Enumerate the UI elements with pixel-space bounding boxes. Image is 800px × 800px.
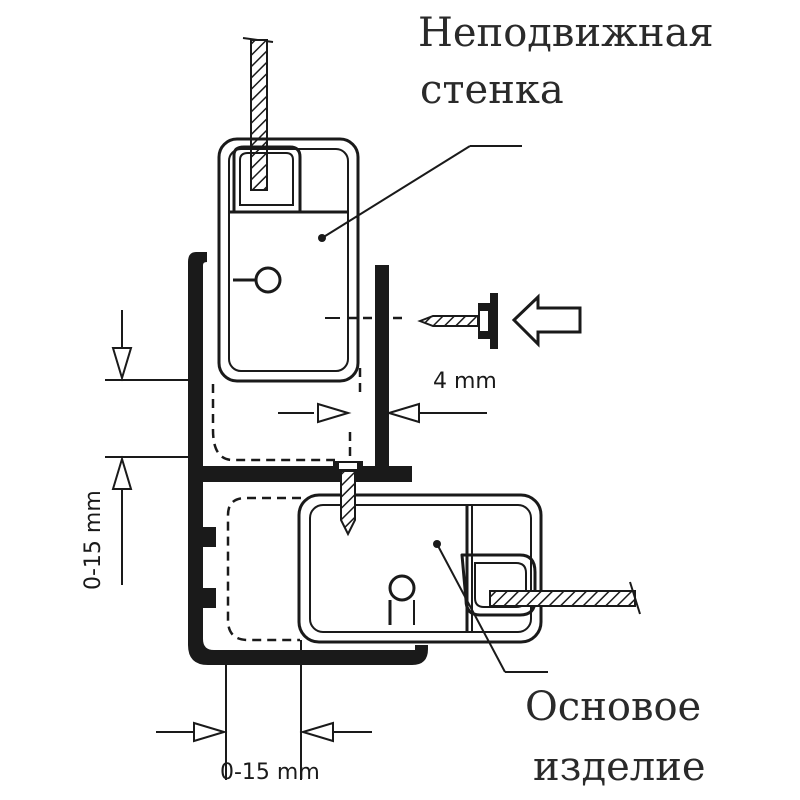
dimension-label-vertical: 0-15 mm [81, 490, 106, 590]
leader-fixed-wall [321, 145, 471, 239]
insertion-arrow [511, 293, 582, 348]
leader-base-product [436, 543, 506, 673]
base-profile-inner [309, 504, 532, 633]
fixed-profile-outer [217, 137, 360, 383]
fixed-wall-profile [217, 37, 360, 383]
bracket-tooth-1 [203, 527, 216, 547]
dimension-label-horizontal: 0-15 mm [220, 760, 320, 785]
dimension-4mm [278, 402, 487, 424]
base-profile-clamp [460, 553, 537, 617]
fixed-profile-inner [228, 148, 349, 372]
label-base-product-line1: Основое [525, 684, 701, 730]
right-wire [489, 581, 641, 615]
base-product-profile [297, 493, 641, 644]
phantom-outlines [211, 316, 405, 642]
fixed-profile-hole [254, 266, 282, 294]
base-profile-hole [388, 574, 416, 602]
dimension-vertical [105, 310, 203, 585]
label-fixed-wall-line1: Неподвижная [418, 10, 714, 56]
dimension-horizontal [156, 640, 372, 780]
horizontal-screw [417, 293, 498, 349]
fixed-profile-clamp [229, 145, 348, 214]
bracket-upright [375, 265, 389, 475]
top-wire [242, 37, 274, 191]
label-base-product-line2: изделие [533, 744, 706, 790]
label-fixed-wall-line2: стенка [420, 67, 564, 113]
dimension-label-4mm: 4 mm [433, 369, 497, 394]
vertical-screw [333, 461, 363, 537]
bracket-tooth-2 [203, 588, 216, 608]
base-profile-outer [297, 493, 543, 644]
